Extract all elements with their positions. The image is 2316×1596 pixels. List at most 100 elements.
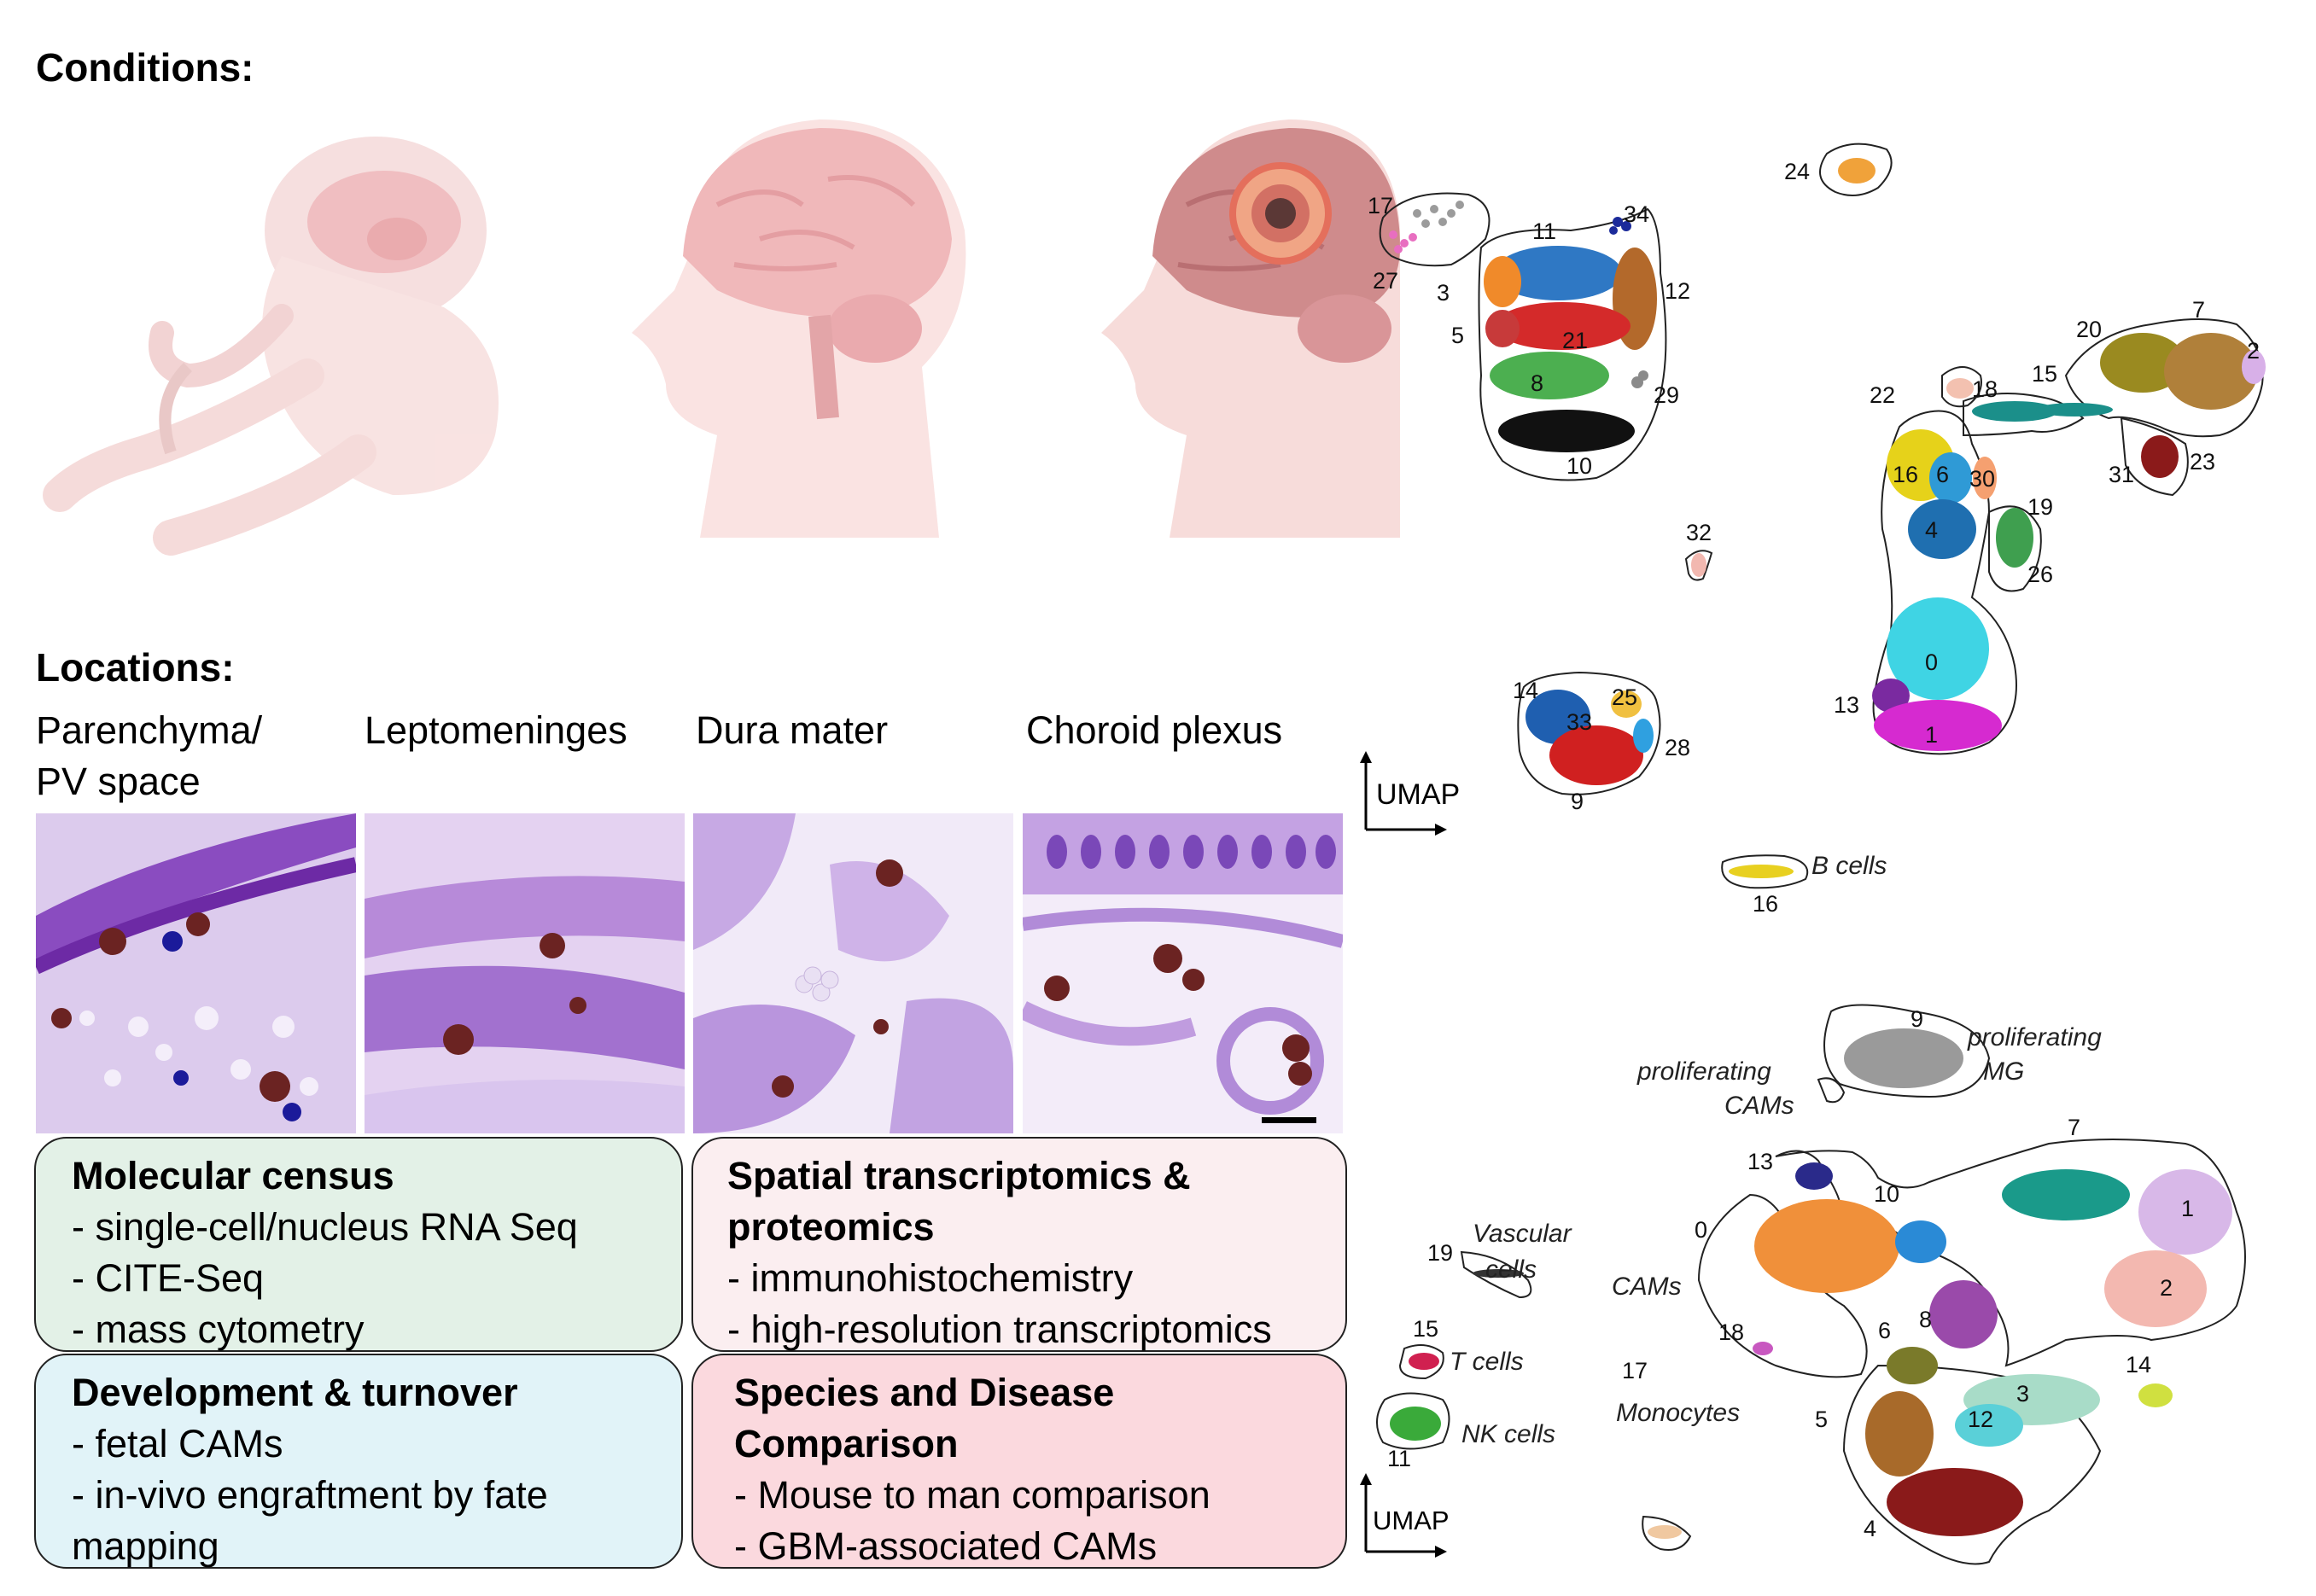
cluster-label: 8 [1919, 1307, 1932, 1332]
cluster-label: 21 [1562, 328, 1588, 353]
location-label-choroid: Choroid plexus [1026, 708, 1283, 752]
cluster-10 [1498, 410, 1635, 452]
cluster-7 [2002, 1169, 2130, 1220]
panel-title: Spatial transcriptomics & [727, 1154, 1191, 1197]
cluster-label: 2 [2247, 338, 2260, 364]
annotation-monocytes: Monocytes [1616, 1399, 1740, 1427]
cluster-3 [1484, 256, 1521, 307]
histology-leptomeninges [365, 813, 685, 1133]
panel-molecular-census: Molecular census - single-cell/nucleus R… [34, 1137, 683, 1352]
cluster-8 [1929, 1280, 1998, 1348]
cluster-label: 13 [1834, 692, 1859, 718]
cluster-label: 8 [1531, 370, 1543, 396]
annotation-vascular-2: cells [1485, 1255, 1537, 1284]
gbm-head-illustration [1101, 119, 1400, 538]
cluster-34 [1609, 217, 1631, 235]
histology-choroid [1023, 813, 1343, 1133]
umap-top: 17 27 3 5 11 34 12 21 8 29 10 24 22 18 1… [1368, 143, 2266, 917]
cluster-label: 9 [1571, 789, 1584, 814]
cluster-label: 30 [1969, 466, 1995, 492]
cluster-label: 16 [1753, 891, 1778, 917]
panel-item: mapping [72, 1524, 219, 1568]
location-label-line: PV space [36, 760, 201, 803]
cluster-label: 14 [2126, 1352, 2151, 1378]
cluster-label: 29 [1654, 382, 1679, 408]
cluster-b-cells [1729, 865, 1794, 878]
umap-bottom-labels: 9 13 10 0 7 1 2 18 6 8 3 12 14 5 4 19 15… [1387, 1006, 2194, 1541]
cluster-label: 7 [2192, 297, 2205, 323]
cluster-17 [1413, 201, 1464, 228]
umap-top-clusters [1389, 158, 2266, 878]
cluster-20 [2100, 333, 2185, 393]
cluster-31 [2141, 435, 2179, 478]
annotation-b-cells: B cells [1811, 852, 1887, 880]
cluster-label: 10 [1566, 453, 1592, 479]
fetus-illustration [43, 137, 499, 556]
annotation-proliferating-cams-2: CAMs [1724, 1092, 1794, 1120]
cluster-13 [1795, 1162, 1833, 1190]
cluster-label: 12 [1968, 1407, 1993, 1432]
cluster-label: 1 [2181, 1196, 2194, 1221]
adult-head-illustration [632, 119, 966, 538]
panel-title: Comparison [734, 1422, 959, 1465]
cluster-11 [1390, 1407, 1441, 1441]
umap-bottom-clusters [1390, 1028, 2232, 1539]
location-label-leptomeninges: Leptomeninges [365, 708, 627, 752]
cluster-label: 20 [2076, 317, 2102, 342]
cluster-label: 3 [1437, 280, 1450, 306]
cluster-label: 18 [1972, 376, 1998, 402]
cluster-label: 5 [1815, 1407, 1828, 1432]
cluster-label: 1 [1925, 722, 1938, 748]
cluster-label: 4 [1864, 1516, 1876, 1541]
cluster-10 [1895, 1220, 1946, 1263]
cluster-4 [1908, 499, 1976, 559]
cluster-22 [1946, 378, 1974, 399]
cluster-4 [1887, 1468, 2023, 1536]
cluster-label: 19 [2027, 494, 2053, 520]
histology-parenchyma [36, 813, 356, 1133]
cluster-21 [1494, 302, 1631, 350]
annotation-vascular-1: Vascular [1473, 1220, 1572, 1248]
cluster-11 [1494, 246, 1622, 300]
panel-development: Development & turnover - fetal CAMs - in… [34, 1354, 683, 1569]
panel-title: proteomics [727, 1205, 935, 1249]
cluster-label: 28 [1665, 735, 1690, 760]
cluster-label: 25 [1612, 684, 1637, 710]
cluster-label: 17 [1622, 1358, 1648, 1383]
cluster-label: 24 [1784, 159, 1810, 184]
cluster-29 [1631, 370, 1648, 388]
cluster-label: 4 [1925, 517, 1938, 543]
cluster-label: 27 [1373, 268, 1398, 294]
cluster-label: 32 [1686, 520, 1712, 545]
cluster-label: 18 [1718, 1319, 1744, 1345]
cluster-0 [1887, 597, 1989, 700]
annotation-cams: CAMs [1612, 1273, 1682, 1301]
cluster-27 [1389, 230, 1417, 253]
cluster-15 [1409, 1353, 1439, 1370]
location-label-dura: Dura mater [696, 708, 889, 752]
cluster-18 [1972, 401, 2113, 422]
annotation-t-cells: T cells [1450, 1348, 1524, 1376]
cluster-28 [1633, 719, 1654, 753]
panel-item: - immunohistochemistry [727, 1256, 1134, 1300]
cluster-label: 34 [1624, 201, 1649, 227]
cluster-label: 3 [2016, 1381, 2029, 1407]
location-label-line: Parenchyma/ [36, 708, 263, 752]
cluster-label: 5 [1451, 323, 1464, 348]
cluster-label: 7 [2068, 1115, 2080, 1140]
umap-bottom: 9 13 10 0 7 1 2 18 6 8 3 12 14 5 4 19 15… [1376, 1004, 2246, 1565]
panel-item: - GBM-associated CAMs [734, 1524, 1158, 1568]
cluster-label: 26 [2027, 562, 2053, 587]
cluster-label: 31 [2109, 462, 2134, 487]
cluster-label: 33 [1566, 709, 1592, 735]
conditions-illustrations [43, 119, 1400, 556]
umap-axis-label-bottom: UMAP [1373, 1506, 1450, 1535]
cluster-6 [1887, 1347, 1938, 1384]
cluster-19 [1473, 1269, 1524, 1278]
annotation-nk-cells: NK cells [1461, 1420, 1555, 1448]
annotation-proliferating-cams-1: proliferating [1636, 1057, 1771, 1086]
cluster-label: 22 [1870, 382, 1895, 408]
panel-species: Species and Disease Comparison - Mouse t… [691, 1354, 1347, 1569]
location-label-parenchyma: Parenchyma/ PV space [36, 705, 262, 807]
cluster-label: 15 [2032, 361, 2057, 387]
